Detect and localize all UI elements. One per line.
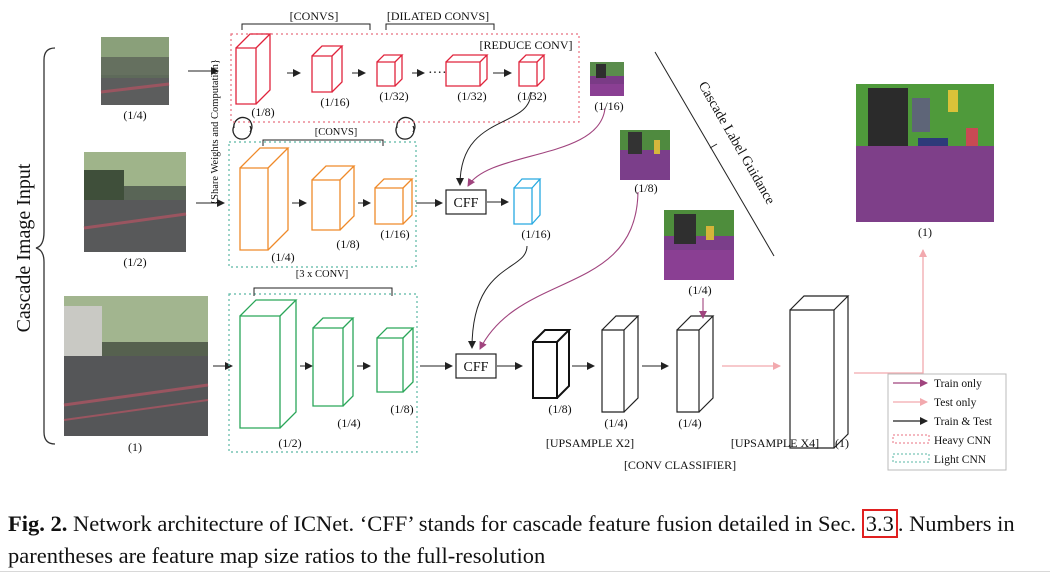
cascade-bracket-tick [709,143,718,149]
input-quarter-label: (1/4) [123,108,146,122]
dilated-label: [DILATED CONVS] [387,9,489,23]
arrow-cff1-to-cff2 [468,245,528,349]
labelmap-label-2: (1/8) [634,181,657,195]
labelmap-1-8 [620,130,670,180]
arrow-train-only-2 [479,191,639,350]
convs-top-label: [CONVS] [290,9,339,23]
caption-text-b: . Numbers in parentheses are feature map… [8,511,1015,568]
feature-block [376,54,404,87]
legend-heavy-swatch [892,434,930,444]
feature-block [239,147,290,251]
cycle-icon [232,116,253,140]
decoder-label-1: (1/8) [548,402,571,416]
bottom-label-2: (1/4) [337,416,360,430]
output-label: (1) [918,225,932,239]
input-image-half [83,152,187,252]
feature-block [601,315,640,413]
feature-block [239,299,298,429]
upsample4-label: [UPSAMPLE X4] [731,436,819,450]
feature-block [312,317,355,407]
input-full-label: (1) [128,440,142,454]
top-label-2: (1/16) [320,95,349,109]
classifier-label: [CONV CLASSIFIER] [624,458,736,472]
bottom-label-1: (1/2) [278,436,301,450]
figure-caption: Fig. 2. Network architecture of ICNet. ‘… [8,508,1044,572]
legend-heavy-label: Heavy CNN [934,435,992,447]
feature-block [445,54,489,87]
legend-light-label: Light CNN [934,454,987,466]
cff-out-label: (1/16) [521,227,550,241]
mid-label-1: (1/4) [271,250,294,264]
feature-block [311,165,356,231]
cff-box-2 [455,353,497,379]
feature-block [532,329,572,399]
input-image-quarter [100,37,170,105]
arrow-reduce-to-cff1 [456,91,532,186]
light-cnn-box-bottom [228,293,418,453]
legend-light-swatch [892,453,930,463]
legend: Train only Test only Train & Test Heavy … [887,373,1007,471]
input-half-label: (1/2) [123,255,146,269]
top-label-5: (1/32) [517,89,546,103]
feature-block [789,295,850,449]
top-label-4: (1/32) [457,89,486,103]
top-label-3: (1/32) [379,89,408,103]
cff-label-1: CFF [454,196,479,211]
heavy-cnn-box [230,33,580,123]
convs-bracket [241,23,371,30]
arrow-to-output [854,249,927,374]
architecture-figure: Cascade Image Input (1/4) (1/2) (1) {Sha… [13,9,1007,472]
ellipsis: ···· [428,66,447,81]
mid-label-2: (1/8) [336,237,359,251]
decoder-label-3: (1/4) [678,416,701,430]
light-cnn-box-mid [228,141,417,268]
arrow-train-only-1 [467,107,606,187]
mid-label-3: (1/16) [380,227,409,241]
cascade-guidance-label: Cascade Label Guidance [695,79,778,207]
caption-text-a: Network architecture of ICNet. ‘CFF’ sta… [67,511,862,536]
conv3-bracket [253,287,393,296]
output-segmentation [856,84,994,222]
page-divider [0,571,1050,572]
top-label-1: (1/8) [251,105,274,119]
cff-label-2: CFF [464,360,489,375]
decoder-label-2: (1/4) [604,416,627,430]
feature-block [676,315,715,413]
cascade-input-label: Cascade Image Input [13,163,35,332]
cff-box-1 [445,189,487,215]
feature-block [518,54,546,87]
cascade-bracket-line [654,51,775,257]
legend-train-test-label: Train & Test [934,416,993,428]
feature-block [235,33,272,105]
input-image-full [63,296,209,436]
share-weights-label: {Share Weights and Computation} [210,59,221,205]
feature-block [374,178,414,225]
input-brace [35,47,56,445]
caption-label: Fig. 2. [8,511,68,536]
legend-train-only-label: Train only [934,378,982,390]
convs-mid-label: [CONVS] [315,127,358,138]
labelmap-label-3: (1/4) [688,283,711,297]
reduce-conv-label: [REDUCE CONV] [480,38,573,52]
conv3-label: [3 x CONV] [296,269,349,280]
feature-block [376,327,415,393]
feature-block [311,45,344,93]
section-link[interactable]: 3.3 [861,509,898,538]
bottom-label-3: (1/8) [390,402,413,416]
feature-block [513,178,542,225]
legend-test-only-label: Test only [934,397,977,409]
dilated-bracket [385,23,495,30]
decoder-label-4: (1) [835,436,849,450]
labelmap-1-16 [590,62,624,96]
legend-box [887,373,1007,471]
labelmap-1-4 [664,210,734,280]
cycle-icon [395,116,416,140]
upsample2-label: [UPSAMPLE X2] [546,436,634,450]
convs-mid-bracket [262,139,384,146]
labelmap-label-1: (1/16) [594,99,623,113]
